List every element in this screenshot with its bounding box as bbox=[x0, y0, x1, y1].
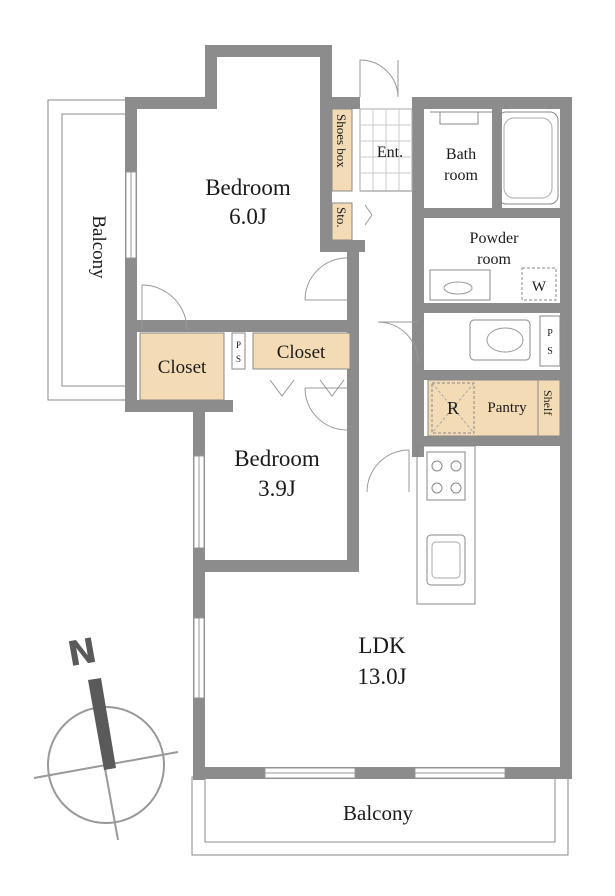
shelf bbox=[537, 379, 561, 437]
room-labels: Bedroom 6.0J Bedroom 3.9J LDK 13.0J Ent.… bbox=[205, 144, 555, 689]
toilet-icon bbox=[469, 319, 531, 361]
ldk-size: 13.0J bbox=[357, 664, 406, 689]
ps-1-bottom: S bbox=[236, 354, 241, 364]
ldk-name: LDK bbox=[358, 633, 406, 658]
bedroom-1-size: 6.0J bbox=[229, 204, 267, 229]
storage-label: Sto. bbox=[334, 207, 349, 228]
closet-1-label: Closet bbox=[158, 357, 207, 378]
storage-units: Shoes box Sto. Closet Closet bbox=[139, 108, 561, 437]
ps-1-top: P bbox=[236, 340, 241, 350]
kitchen-counter bbox=[416, 445, 476, 605]
doors bbox=[141, 59, 419, 493]
balcony-bottom-label: Balcony bbox=[343, 801, 413, 825]
bathtub-icon bbox=[497, 111, 559, 205]
refrigerator-icon bbox=[431, 382, 475, 434]
ps-2-top: P bbox=[547, 328, 553, 339]
washer-label: W bbox=[532, 279, 547, 295]
bath-room-line1: Bath bbox=[446, 146, 476, 163]
storage bbox=[331, 202, 353, 241]
compass-needle-icon bbox=[88, 678, 116, 770]
pantry-label: Pantry bbox=[487, 400, 527, 416]
north-label: N bbox=[65, 631, 100, 675]
kitchen-sink-icon bbox=[426, 534, 466, 586]
balcony-left: Balcony bbox=[47, 99, 129, 401]
bath-room-line2: room bbox=[444, 167, 478, 184]
pipe-shafts: P S P S bbox=[231, 315, 561, 370]
closet-2 bbox=[252, 332, 351, 370]
entrance-label: Ent. bbox=[377, 144, 403, 161]
windows bbox=[125, 171, 506, 779]
bedroom-1-name: Bedroom bbox=[205, 175, 291, 200]
stove-icon bbox=[426, 451, 466, 501]
bath-shelf-icon bbox=[430, 111, 492, 125]
pantry bbox=[427, 379, 539, 437]
washer-icon bbox=[521, 267, 557, 301]
shelf-label: Shelf bbox=[541, 390, 555, 415]
bedroom-2-name: Bedroom bbox=[234, 446, 320, 471]
compass: N bbox=[33, 631, 179, 841]
balcony-left-label: Balcony bbox=[88, 215, 109, 279]
vanity-icon bbox=[429, 269, 491, 301]
powder-room-line2: room bbox=[477, 251, 511, 268]
shoes-box bbox=[331, 108, 353, 192]
ps-2-bottom: S bbox=[547, 346, 553, 357]
closet-1 bbox=[139, 332, 225, 401]
entrance-tiles bbox=[359, 108, 413, 192]
balcony-bottom: Balcony bbox=[191, 776, 569, 856]
powder-room-line1: Powder bbox=[470, 230, 520, 247]
refrigerator-label: R bbox=[447, 398, 459, 418]
bedroom-2-size: 3.9J bbox=[258, 476, 296, 501]
compass-circle bbox=[47, 706, 165, 824]
shoes-box-label: Shoes box bbox=[334, 114, 349, 168]
closet-2-label: Closet bbox=[277, 342, 326, 363]
fixtures bbox=[416, 111, 559, 605]
